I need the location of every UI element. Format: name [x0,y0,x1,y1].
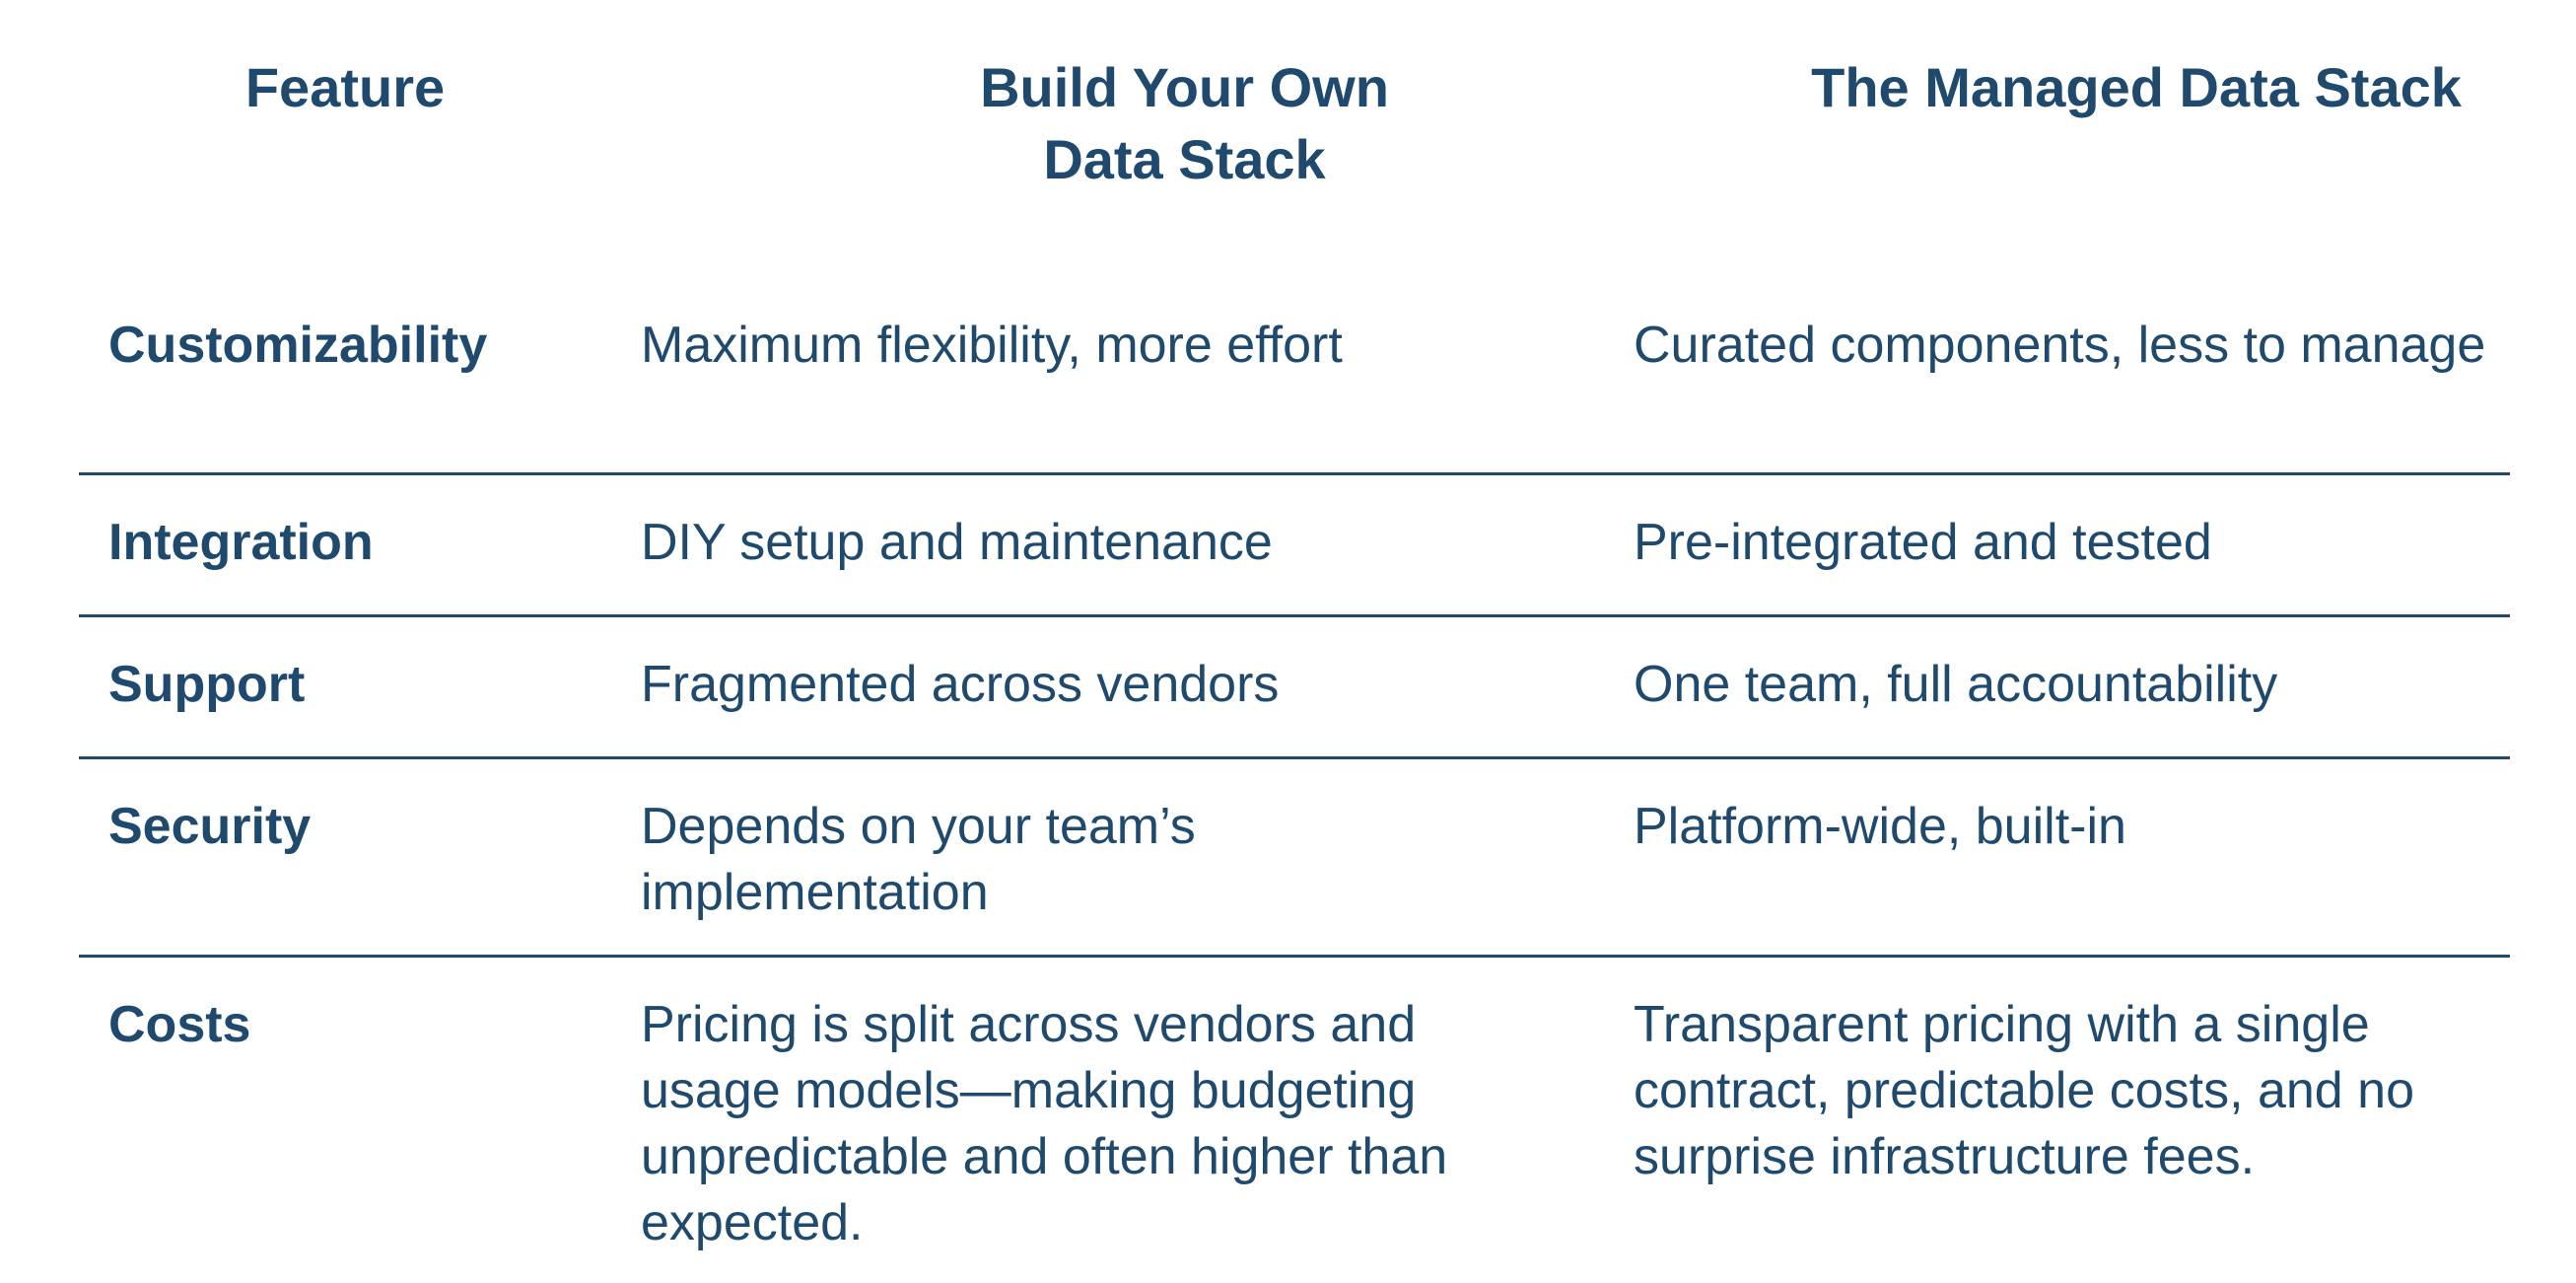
header-feature: Feature [244,56,446,118]
diy-cell: Depends on your team’s implementation [641,798,1196,921]
managed-cell: Transparent pricing with a single contra… [1634,996,2415,1185]
row-label: Costs [108,996,251,1053]
table-row: Integration DIY setup and maintenance Pr… [79,472,2510,614]
diy-cell: Fragmented across vendors [641,656,1280,713]
managed-cell: One team, full accountability [1634,656,2278,713]
diy-cell: Pricing is split across vendors and usag… [641,996,1448,1251]
managed-cell: Platform-wide, built-in [1634,798,2126,855]
diy-cell: DIY setup and maintenance [641,514,1273,571]
diy-cell: Maximum flexibility, more effort [641,317,1343,374]
managed-cell: Curated components, less to manage [1634,317,2486,374]
table-row: Support Fragmented across vendors One te… [79,614,2510,756]
row-label: Customizability [108,317,488,374]
table-header: Feature Build Your Own Data Stack The Ma… [79,0,2510,271]
managed-cell: Pre-integrated and tested [1634,514,2212,571]
comparison-table: Feature Build Your Own Data Stack The Ma… [79,0,2510,1283]
header-managed-data-stack: The Managed Data Stack [1811,56,2462,118]
row-label: Security [108,798,312,855]
header-build-your-own: Build Your Own Data Stack [980,56,1389,190]
row-label: Integration [108,514,374,571]
table-row: Security Depends on your team’s implemen… [79,756,2510,955]
table-row: Costs Pricing is split across vendors an… [79,955,2510,1283]
row-label: Support [108,656,306,713]
table-row: Customizability Maximum flexibility, mor… [79,271,2510,472]
